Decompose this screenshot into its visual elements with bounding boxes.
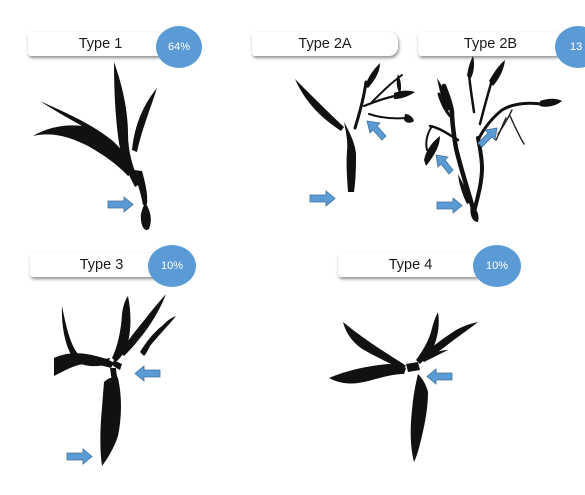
type-1-percentage-badge: 64% — [156, 26, 202, 68]
type-2b-right-arrow-icon — [436, 197, 463, 214]
type-2b-up-right-arrow-icon — [477, 127, 498, 148]
type-3-branch-drawing — [54, 294, 176, 466]
type-2a-up-left-arrow-icon — [366, 120, 387, 141]
type-1-percentage-text: 64% — [167, 41, 191, 53]
type-1-label: Type 1 — [28, 32, 173, 56]
type-4-percentage-text: 10% — [485, 260, 509, 272]
type-2b-label-text: Type 2B — [463, 36, 518, 52]
type-2a-label-text: Type 2A — [298, 36, 352, 52]
type-2b-label: Type 2B — [418, 32, 563, 56]
type-2b-branch-drawing — [424, 56, 562, 222]
type-4-label-text: Type 4 — [388, 257, 433, 273]
type-1-branch-drawing — [33, 62, 157, 230]
type-2b-up-left-arrow-icon — [435, 154, 454, 175]
type-3-left-arrow-icon — [134, 365, 161, 382]
type-3-right-arrow-icon — [66, 448, 93, 465]
type-4-percentage-badge: 10% — [473, 245, 521, 287]
type-4-label: Type 4 — [338, 253, 483, 277]
type-2a-right-arrow-icon — [309, 190, 336, 207]
type-2b-percentage-badge: 13 — [555, 26, 585, 68]
type-4-left-arrow-icon — [426, 368, 453, 385]
type-2b-percentage-text: 13 — [570, 41, 583, 53]
type-1-label-text: Type 1 — [78, 36, 123, 52]
type-1-right-arrow-icon — [107, 196, 134, 213]
type-3-label-text: Type 3 — [79, 257, 124, 273]
type-2a-branch-drawing — [295, 63, 415, 207]
type-3-percentage-text: 10% — [160, 260, 184, 272]
type-2a-label: Type 2A — [252, 32, 398, 56]
type-3-percentage-badge: 10% — [148, 245, 196, 287]
type-4-branch-drawing — [329, 312, 478, 462]
